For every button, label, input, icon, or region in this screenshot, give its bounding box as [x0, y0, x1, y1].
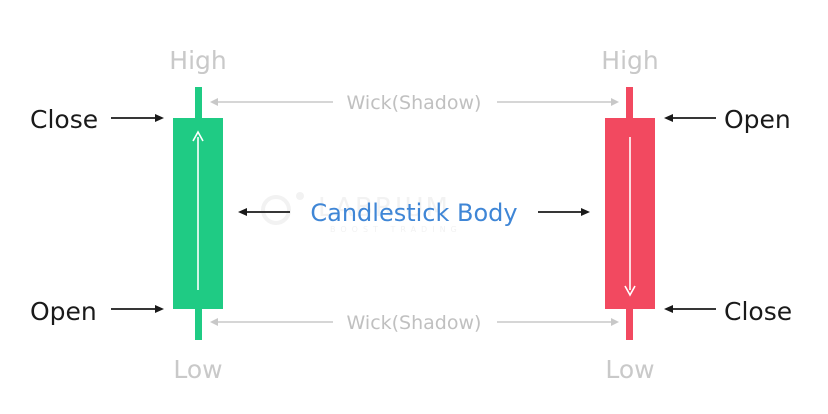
wick-top-label: Wick(Shadow) — [347, 92, 482, 114]
left-open-arrowhead-icon — [155, 305, 164, 313]
bullish-candle — [173, 87, 223, 340]
watermark-brand: LABRIUM — [318, 193, 450, 223]
left-close-label: Close — [30, 105, 98, 134]
wick-bottom-label: Wick(Shadow) — [347, 312, 482, 334]
bullish-direction-arrow-head-icon — [192, 130, 204, 142]
watermark-logo-dot-icon — [296, 192, 304, 200]
body-right-arrowhead-icon — [581, 208, 590, 216]
right-open-arrowhead-icon — [664, 114, 673, 122]
left-close-arrowhead-icon — [155, 114, 164, 122]
bearish-direction-arrow-head-icon — [624, 285, 636, 297]
right-close-label: Close — [724, 297, 792, 326]
watermark-tagline: BOOST TRADING — [330, 225, 462, 234]
bearish-upper-wick — [626, 87, 633, 119]
right-close-arrowhead-icon — [664, 305, 673, 313]
wick-bottom-left-arrowhead-icon — [210, 318, 218, 326]
bearish-candle — [605, 87, 655, 340]
bullish-high-label: High — [169, 46, 226, 75]
bullish-upper-wick — [195, 87, 202, 119]
bullish-low-label: Low — [173, 355, 222, 384]
wick-bottom-right-arrowhead-icon — [611, 318, 619, 326]
bullish-lower-wick — [195, 308, 202, 340]
bearish-high-label: High — [601, 46, 658, 75]
body-left-arrowhead-icon — [238, 208, 247, 216]
watermark-logo-icon — [261, 195, 291, 225]
wick-top-right-arrowhead-icon — [611, 98, 619, 106]
right-open-label: Open — [724, 105, 791, 134]
bearish-lower-wick — [626, 308, 633, 340]
candlestick-body-label: Candlestick Body — [310, 199, 517, 227]
left-open-label: Open — [30, 297, 97, 326]
wick-top-left-arrowhead-icon — [210, 98, 218, 106]
bearish-low-label: Low — [605, 355, 654, 384]
watermark: LABRIUM BOOST TRADING — [261, 192, 462, 234]
